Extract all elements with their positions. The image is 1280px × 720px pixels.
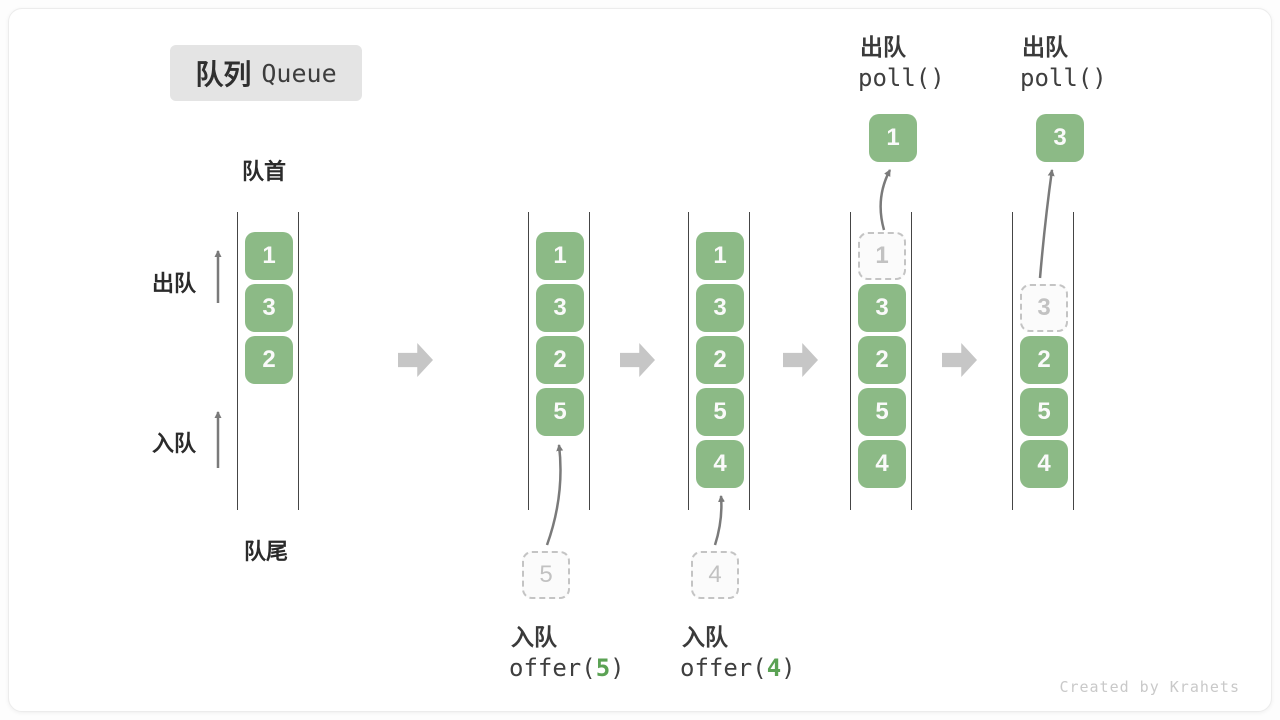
queue-cell: 5 xyxy=(1020,388,1068,436)
queue-rear-label: 队尾 xyxy=(244,539,289,564)
watermark: Created by Krahets xyxy=(1059,678,1240,696)
code-fn-open: offer( xyxy=(509,654,596,682)
queue-cell: 4 xyxy=(1020,440,1068,488)
queue-cell: 1 xyxy=(536,232,584,280)
title-zh: 队列 xyxy=(195,59,252,90)
queue-cell: 2 xyxy=(696,336,744,384)
queue-cell: 1 xyxy=(245,232,293,280)
queue-cell: 3 xyxy=(1020,284,1068,332)
queue-cell: 5 xyxy=(536,388,584,436)
title-en: Queue xyxy=(261,58,337,88)
queue-cell: 4 xyxy=(858,440,906,488)
queue-cell: 2 xyxy=(858,336,906,384)
code-fn-open: offer( xyxy=(680,654,767,682)
title-box: 队列 Queue xyxy=(170,45,362,101)
code-fn-close: ) xyxy=(781,654,796,682)
queue-cell: 5 xyxy=(696,388,744,436)
enqueue-op-label: 入队 xyxy=(511,624,557,650)
queue-cell: 3 xyxy=(858,284,906,332)
code-fn-close: ) xyxy=(610,654,625,682)
enqueue-side-label: 入队 xyxy=(152,431,197,456)
queue-cell: 5 xyxy=(858,388,906,436)
dequeue-op-label: 出队 xyxy=(860,34,906,60)
dequeue-op-code: poll() xyxy=(1020,64,1107,92)
queue-cell: 2 xyxy=(245,336,293,384)
enqueue-op-label: 入队 xyxy=(682,624,728,650)
popped-value-box: 1 xyxy=(869,114,917,162)
queue-front-label: 队首 xyxy=(242,159,287,184)
queue-cell: 4 xyxy=(696,440,744,488)
enqueue-op-code: offer(5) xyxy=(509,654,625,682)
queue-cell: 3 xyxy=(536,284,584,332)
dequeue-op-code: poll() xyxy=(858,64,945,92)
code-arg: 5 xyxy=(595,654,611,682)
queue-cell: 1 xyxy=(696,232,744,280)
queue-cell: 2 xyxy=(536,336,584,384)
queue-cell: 2 xyxy=(1020,336,1068,384)
queue-cell: 3 xyxy=(696,284,744,332)
queue-cell: 3 xyxy=(245,284,293,332)
code-arg: 4 xyxy=(766,654,782,682)
popped-value-box: 3 xyxy=(1036,114,1084,162)
dequeue-side-label: 出队 xyxy=(152,271,197,296)
staged-value-box: 5 xyxy=(522,551,570,599)
dequeue-op-label: 出队 xyxy=(1022,34,1068,60)
queue-cell: 1 xyxy=(858,232,906,280)
staged-value-box: 4 xyxy=(691,551,739,599)
enqueue-op-code: offer(4) xyxy=(680,654,796,682)
